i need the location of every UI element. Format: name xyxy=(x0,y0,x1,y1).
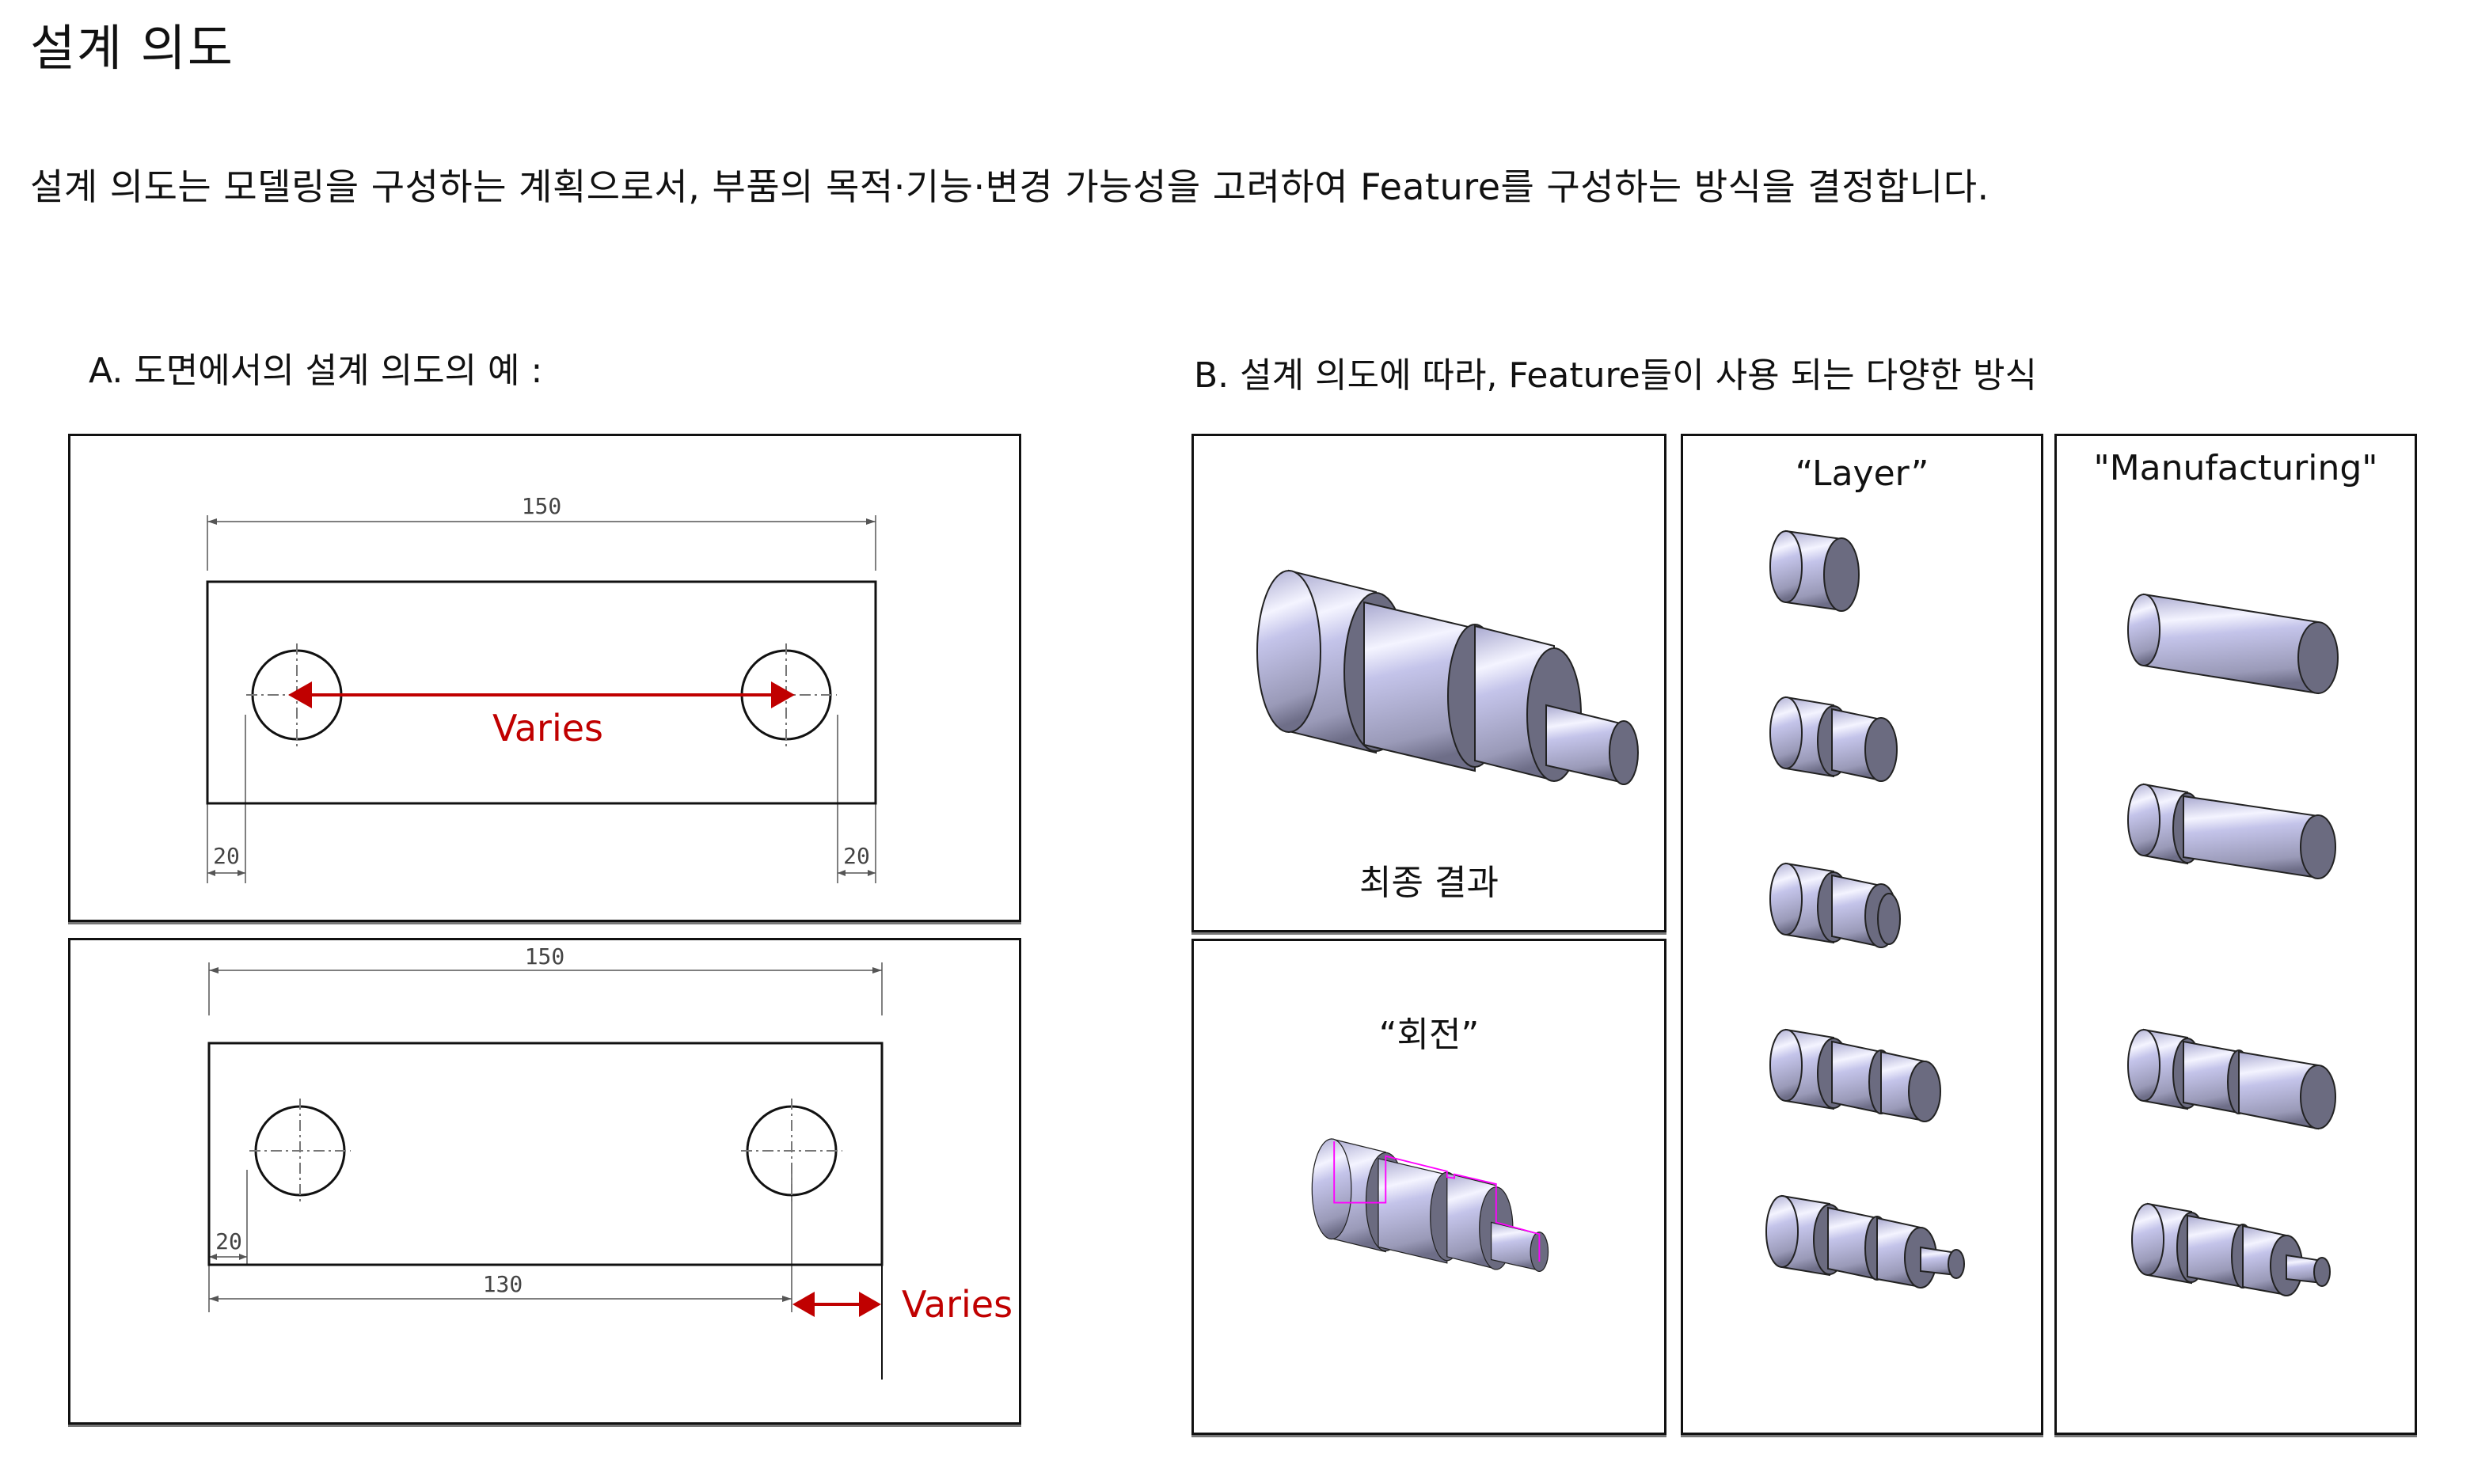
technical-drawing-1: 150 20 20 Varies xyxy=(206,493,877,883)
svg-text:20: 20 xyxy=(215,1228,242,1254)
final-result-label: 최종 결과 xyxy=(1359,863,1499,903)
layer-label: “Layer” xyxy=(1795,454,1929,494)
drawing-panel-2: 150 20 130 Varies xyxy=(68,938,1021,1425)
varies-annotation: Varies xyxy=(902,1283,1013,1326)
revolve-panel: “회전” xyxy=(1191,939,1666,1435)
layer-panel: “Layer” xyxy=(1681,434,2043,1435)
varies-annotation: Varies xyxy=(492,707,603,750)
shaft-final-model xyxy=(1256,569,1639,785)
final-result-panel: 최종 결과 xyxy=(1191,434,1666,932)
section-b-heading: B. 설계 의도에 따라, Feature들이 사용 되는 다양한 방식 xyxy=(1194,355,2037,396)
section-a-heading: A. 도면에서의 설계 의도의 예 : xyxy=(89,351,543,391)
sketch-profile xyxy=(1333,1141,1541,1262)
page-title: 설계 의도 xyxy=(30,19,234,77)
layer-steps xyxy=(1765,529,1965,1289)
manufacturing-panel: "Manufacturing" xyxy=(2054,434,2417,1435)
revolve-label: “회전” xyxy=(1378,1015,1480,1055)
manufacturing-steps xyxy=(2127,593,2339,1296)
svg-text:150: 150 xyxy=(525,943,565,970)
technical-drawing-2: 150 20 130 Varies xyxy=(207,943,1013,1380)
svg-text:20: 20 xyxy=(213,843,240,869)
manufacturing-label: "Manufacturing" xyxy=(2093,448,2378,488)
shaft-revolve-model xyxy=(1311,1138,1549,1273)
page-description: 설계 의도는 모델링을 구성하는 계획으로서, 부품의 목적·기능·변경 가능성… xyxy=(30,165,1989,208)
svg-text:130: 130 xyxy=(483,1271,523,1297)
svg-text:150: 150 xyxy=(522,493,562,519)
svg-text:20: 20 xyxy=(843,843,870,869)
drawing-panel-1: 150 20 20 Varies xyxy=(68,434,1021,922)
